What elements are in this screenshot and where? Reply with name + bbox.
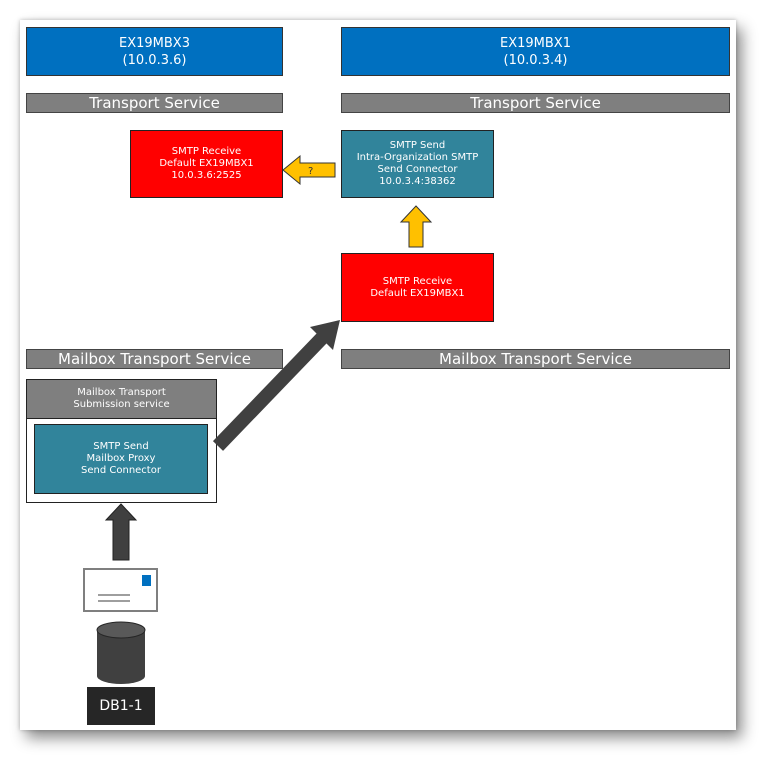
smtp-send-intra-org: SMTP Send Intra-Organization SMTP Send C… [341,130,494,198]
server-header-ex19mbx1: EX19MBX1 (10.0.3.4) [341,27,730,76]
connector-name: Mailbox Proxy [86,453,156,464]
submission-line-2: Submission service [73,399,170,410]
transport-service-bar-right: Transport Service [341,93,730,113]
server-name: EX19MBX3 [119,35,190,51]
database-label: DB1-1 [87,687,155,725]
connector-type: SMTP Receive [171,146,242,157]
server-name: EX19MBX1 [500,35,571,51]
smtp-send-mailbox-proxy: SMTP Send Mailbox Proxy Send Connector [34,424,208,494]
submission-line-1: Mailbox Transport [77,387,166,398]
connector-type: SMTP Receive [382,275,453,287]
server-ip: (10.0.3.4) [503,52,568,68]
mailbox-transport-bar-left: Mailbox Transport Service [26,349,283,369]
transport-service-bar-left: Transport Service [26,93,283,113]
server-ip: (10.0.3.6) [122,52,187,68]
database-icon [96,621,146,684]
connector-name-2: Send Connector [81,465,161,476]
submission-service-header: Mailbox Transport Submission service [27,380,216,419]
connector-name: Default EX19MBX1 [159,158,254,169]
connector-endpoint: 10.0.3.4:38362 [379,176,456,187]
connector-endpoint: 10.0.3.6:2525 [171,170,242,181]
envelope-icon [83,568,158,612]
server-header-ex19mbx3: EX19MBX3 (10.0.3.6) [26,27,283,76]
connector-name-2: Send Connector [377,164,458,175]
question-arrow-left: ? [282,154,336,186]
mailbox-transport-bar-right: Mailbox Transport Service [341,349,730,369]
arrow-up-dark [104,503,138,561]
smtp-receive-ex19mbx1: SMTP Receive Default EX19MBX1 [341,253,494,322]
connector-type: SMTP Send [93,441,149,452]
smtp-receive-ex19mbx3: SMTP Receive Default EX19MBX1 10.0.3.6:2… [130,130,283,198]
arrow-diagonal-dark [212,320,340,451]
question-arrow-label: ? [308,166,313,177]
connector-type: SMTP Send [389,140,446,151]
connector-name: Default EX19MBX1 [370,287,465,299]
connector-name: Intra-Organization SMTP [356,152,479,163]
arrow-up-yellow [399,205,433,248]
